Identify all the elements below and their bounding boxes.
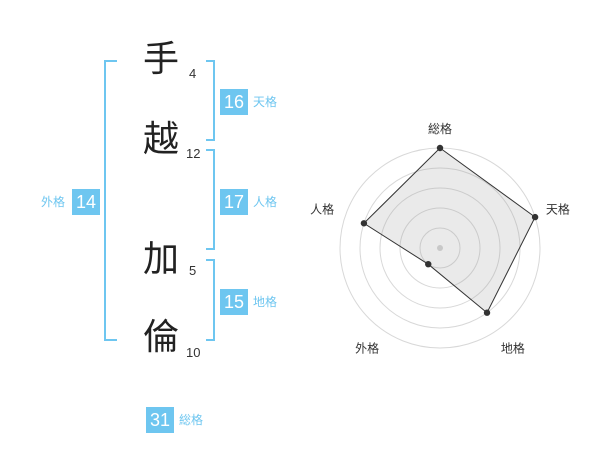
name-char-4: 倫	[142, 317, 179, 358]
radar-axis-label: 天格	[546, 202, 570, 217]
radar-center-dot	[437, 245, 443, 251]
tenkaku-bracket	[206, 60, 215, 141]
radar-grid-ring	[399, 207, 481, 289]
radar-point-5	[360, 220, 368, 227]
radar-grid-ring	[379, 187, 501, 309]
name-char-1: 手	[142, 39, 179, 80]
chikaku-bracket	[206, 259, 215, 341]
chikaku-label: 地格	[253, 295, 278, 309]
chikaku-value: 15	[220, 289, 248, 315]
radar-point-2	[531, 213, 539, 221]
radar-point-1	[436, 144, 444, 152]
jinkaku-bracket	[206, 149, 215, 250]
stroke-count-1: 4	[189, 66, 197, 81]
stroke-count-2: 12	[186, 146, 201, 161]
name-char-3: 加	[142, 239, 179, 280]
radar-axis-label: 総格	[428, 121, 452, 136]
radar-axis-label: 地格	[501, 340, 525, 355]
soukaku-label: 総格	[179, 413, 204, 427]
radar-point-4	[425, 260, 432, 268]
gaikaku-bracket	[104, 60, 117, 341]
jinkaku-label: 人格	[253, 195, 278, 209]
gaikaku-value: 14	[72, 189, 100, 215]
soukaku-value: 31	[146, 407, 174, 433]
stroke-count-4: 10	[186, 345, 201, 360]
jinkaku-value: 17	[220, 189, 248, 215]
radar-grid-ring	[419, 227, 461, 269]
radar-axis-label: 人格	[310, 202, 334, 217]
stroke-count-3: 5	[189, 263, 197, 278]
name-char-2: 越	[142, 119, 179, 160]
radar-data-area	[363, 147, 536, 314]
radar-point-3	[483, 309, 491, 316]
tenkaku-label: 天格	[253, 95, 278, 109]
tenkaku-value: 16	[220, 89, 248, 115]
gaikaku-label: 外格	[41, 195, 66, 209]
radar-axis-label: 外格	[355, 340, 379, 355]
